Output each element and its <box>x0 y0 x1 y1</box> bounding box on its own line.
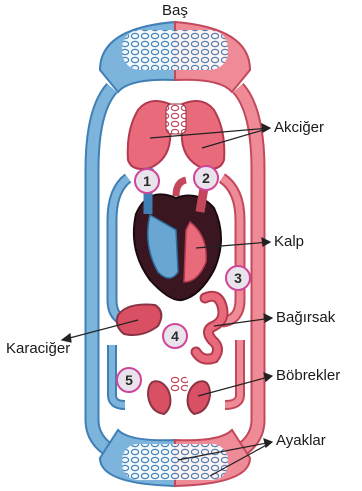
label-kidneys: Böbrekler <box>276 367 340 384</box>
marker-3: 3 <box>225 265 251 291</box>
marker-2: 2 <box>193 165 219 191</box>
head-capillary-bed <box>100 22 250 92</box>
heart <box>134 180 221 300</box>
label-heart: Kalp <box>274 233 304 250</box>
label-lungs: Akciğer <box>274 119 324 136</box>
label-head: Baş <box>162 2 188 19</box>
marker-4: 4 <box>162 323 188 349</box>
marker-1: 1 <box>134 168 160 194</box>
feet-capillary-bed <box>100 430 250 486</box>
marker-5: 5 <box>116 367 142 393</box>
label-feet: Ayaklar <box>276 432 326 449</box>
liver <box>117 304 162 335</box>
label-intestine: Bağırsak <box>276 309 335 326</box>
intestine <box>196 296 223 359</box>
label-liver: Karaciğer <box>6 340 70 357</box>
